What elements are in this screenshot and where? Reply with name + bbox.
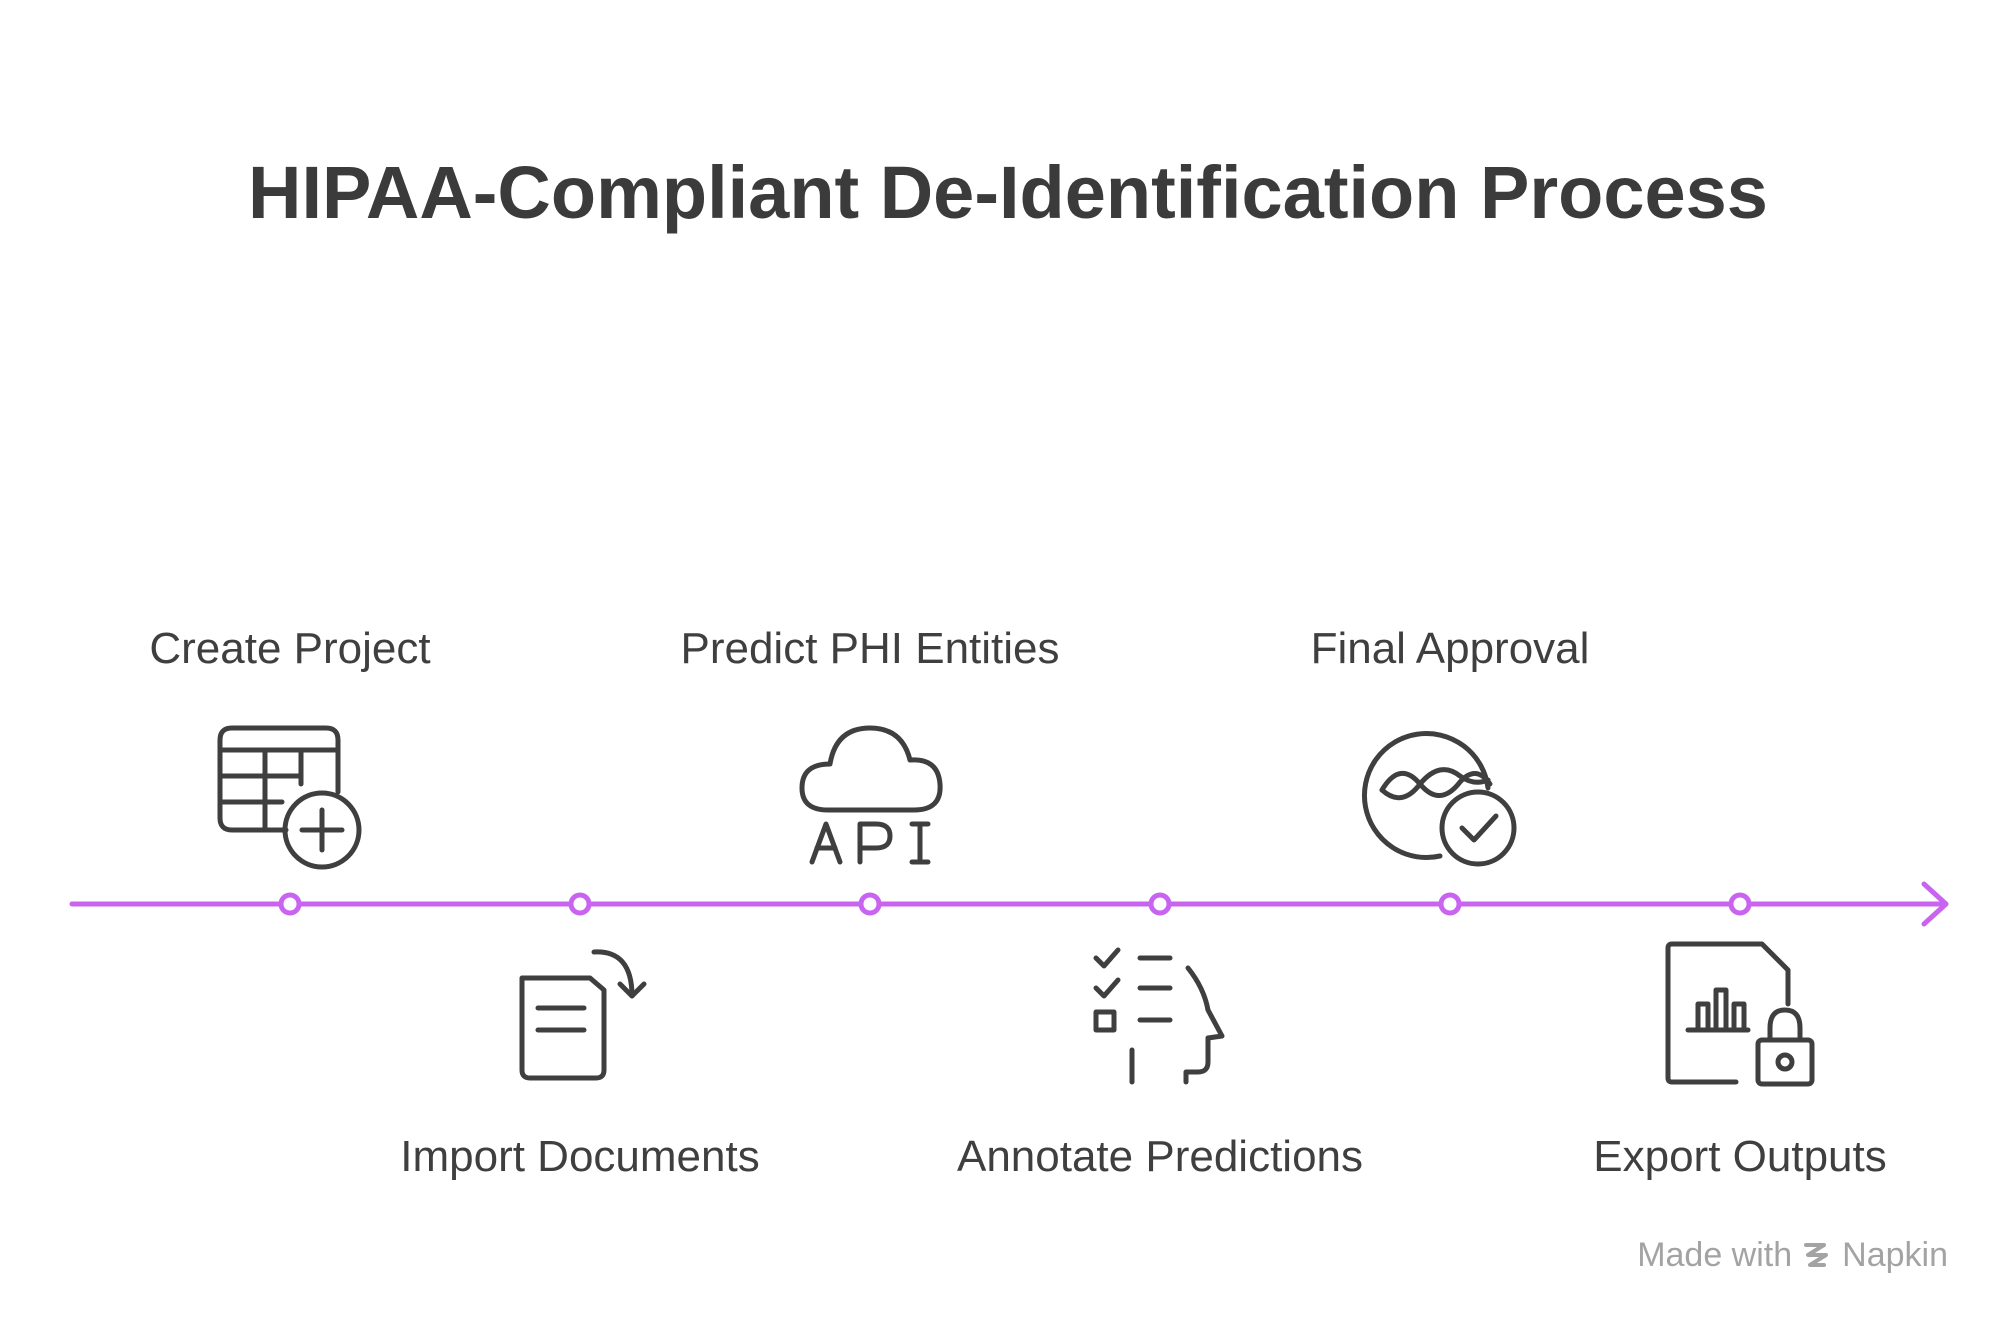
timeline-node-2 — [568, 892, 592, 916]
approval-check-icon — [1361, 731, 1517, 867]
step-label-predict-phi-entities: Predict PHI Entities — [680, 624, 1060, 673]
step-label-annotate-predictions: Annotate Predictions — [956, 1132, 1364, 1181]
step-label-create-project: Create Project — [149, 624, 431, 673]
timeline-nodes — [278, 892, 1752, 916]
made-with-text: Made with — [1637, 1236, 1793, 1274]
timeline-arrow-head — [1921, 881, 1949, 927]
step-label-import-documents: Import Documents — [400, 1132, 760, 1181]
made-with-napkin-watermark: Made with Napkin — [1637, 1236, 1948, 1275]
timeline-node-5 — [1438, 892, 1462, 916]
timeline-node-6 — [1728, 892, 1752, 916]
step-label-export-outputs: Export Outputs — [1593, 1132, 1887, 1181]
timeline-node-4 — [1148, 892, 1172, 916]
napkin-logo-icon — [1804, 1242, 1829, 1267]
checklist-head-icon — [1093, 947, 1225, 1085]
page-title: HIPAA-Compliant De-Identification Proces… — [248, 151, 1768, 234]
table-add-icon — [217, 725, 362, 870]
napkin-brand-text: Napkin — [1842, 1236, 1948, 1274]
timeline-node-1 — [278, 892, 302, 916]
timeline-node-3 — [858, 892, 882, 916]
locked-report-icon — [1665, 941, 1815, 1087]
document-import-icon — [519, 949, 647, 1081]
step-label-final-approval: Final Approval — [1310, 624, 1590, 673]
cloud-api-icon — [799, 725, 943, 865]
